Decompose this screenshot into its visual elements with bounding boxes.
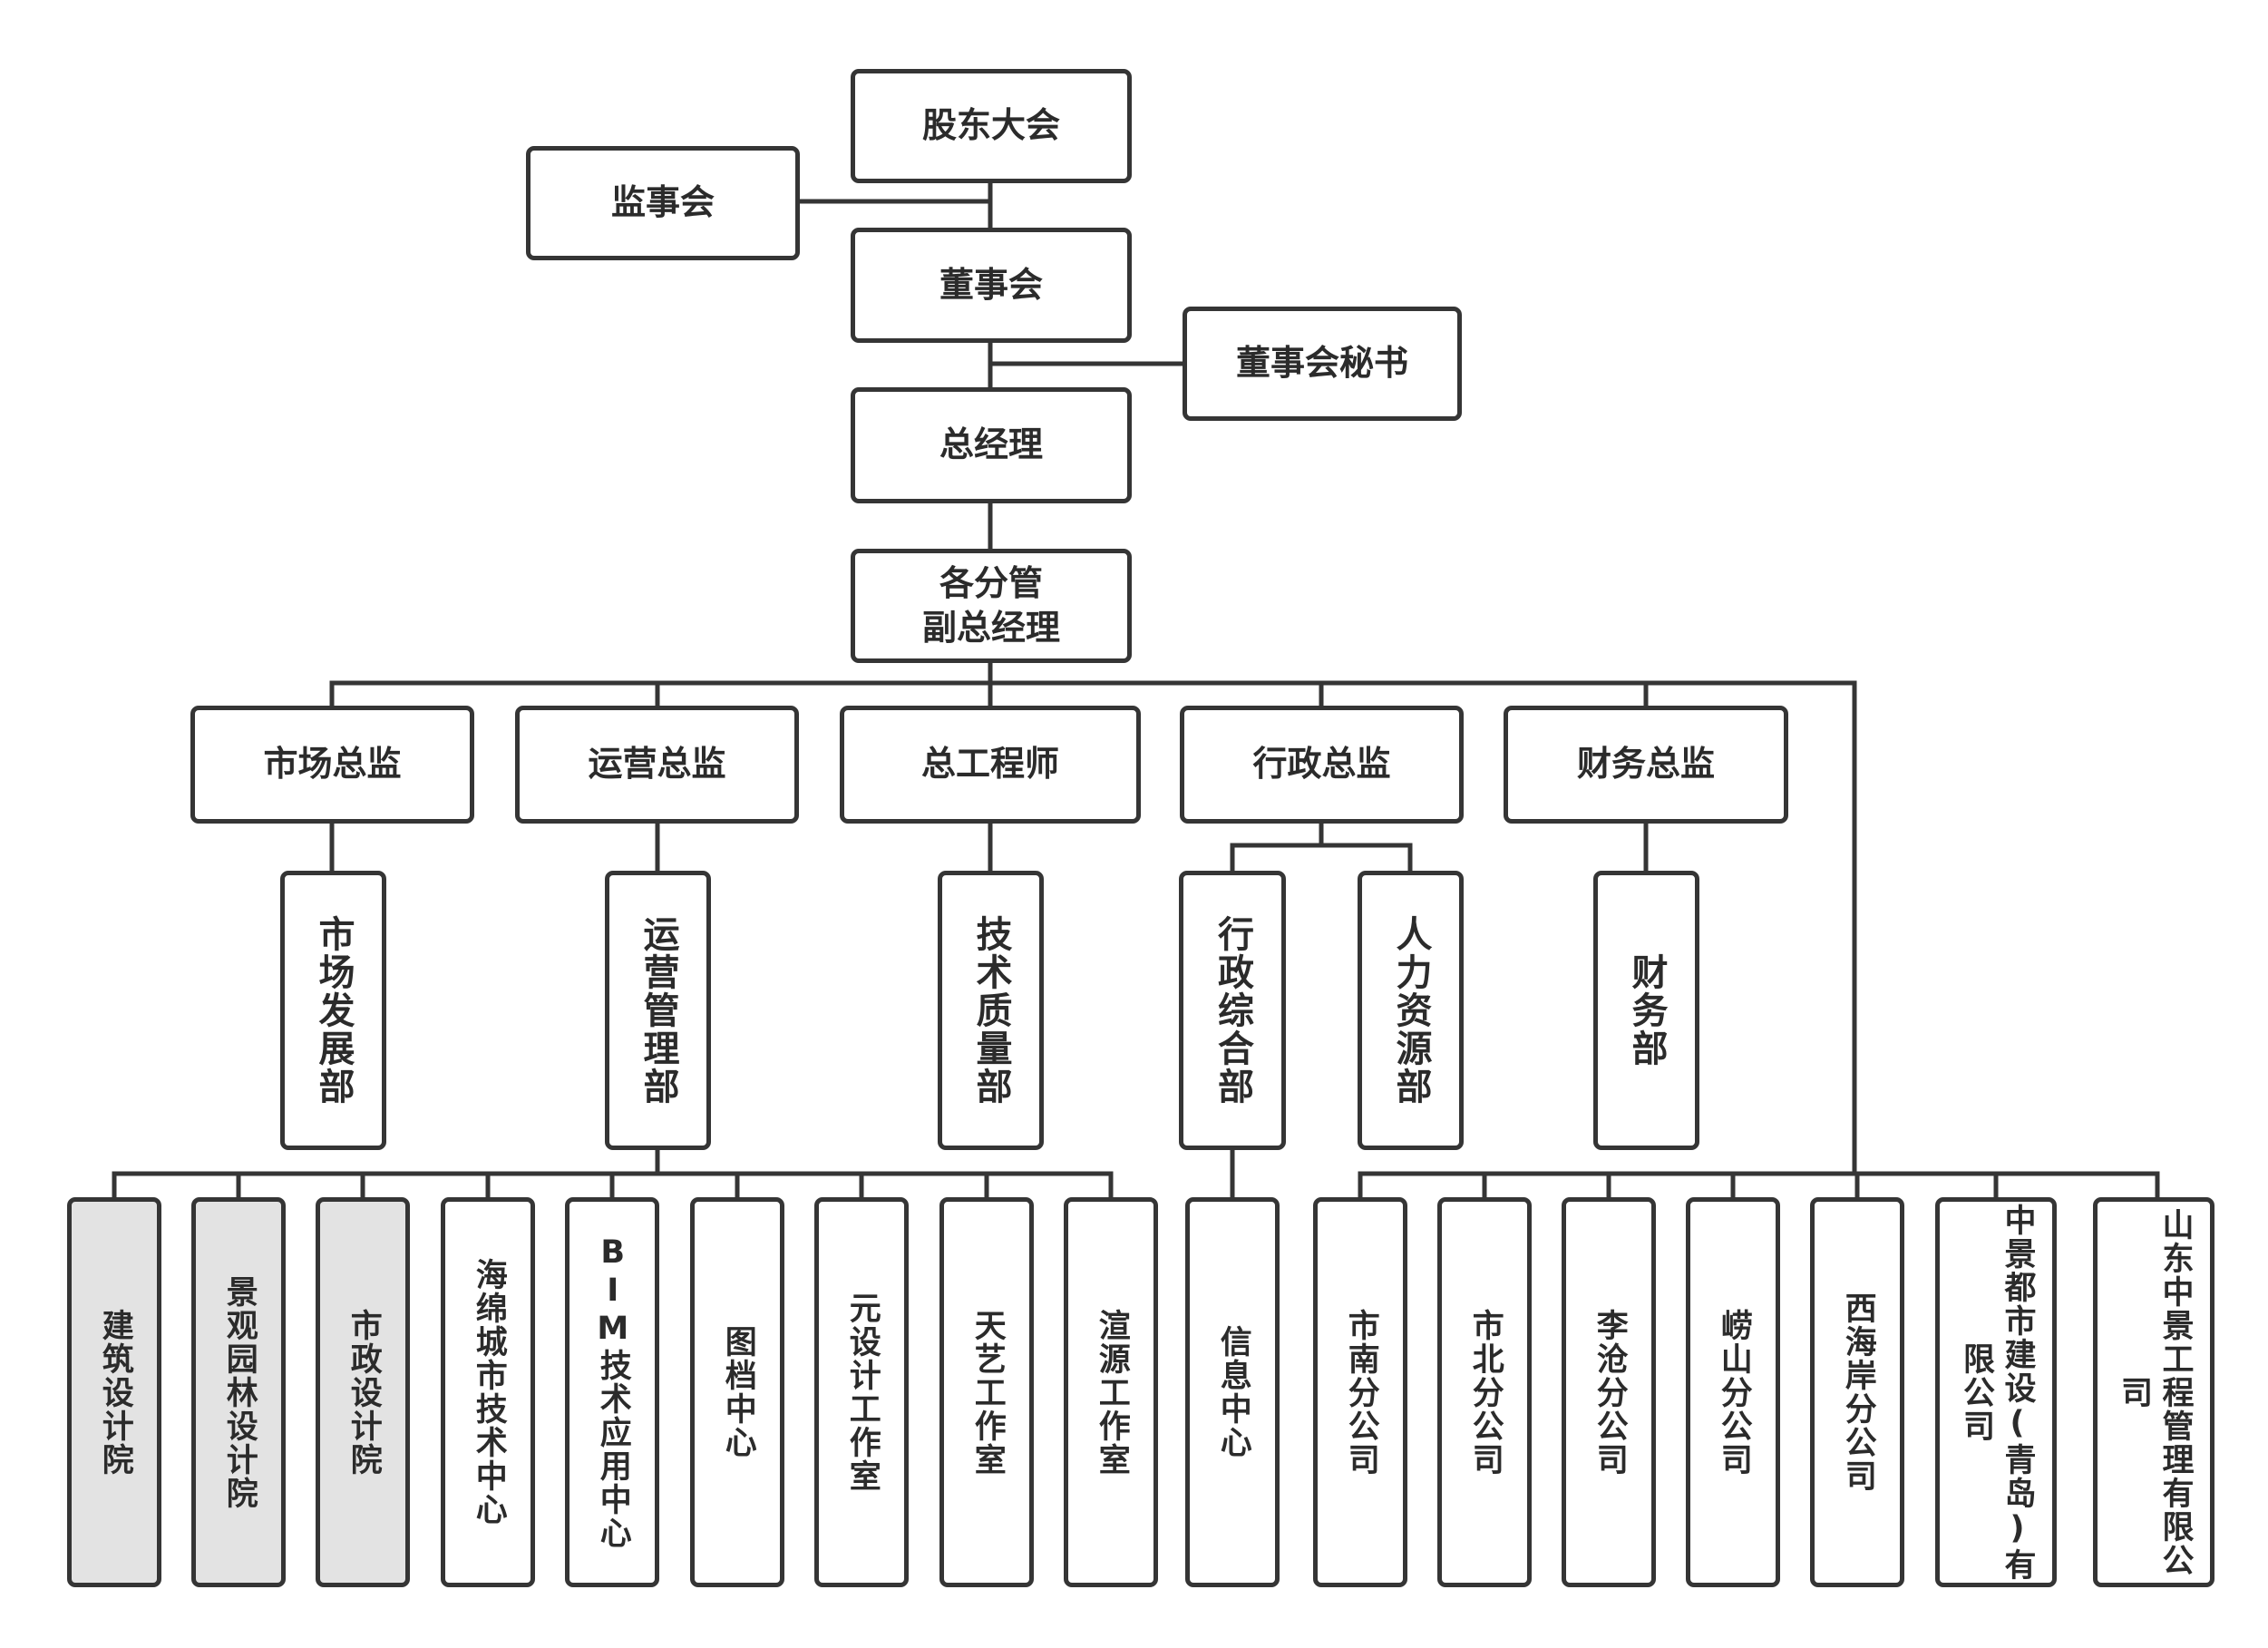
yuan-design-studio-box: 元设计工作室: [814, 1197, 909, 1587]
market-development-dept-box: 市场发展部: [280, 871, 386, 1150]
landscape-design-institute-box: 景观园林设计院: [191, 1197, 286, 1587]
operation-director-label: 运营总监: [588, 744, 726, 785]
finance-dept-box: 财务部: [1593, 871, 1699, 1150]
board-secretary-box: 董事会秘书: [1183, 307, 1462, 421]
sponge-city-tech-center-label: 海绵城市技术中心: [470, 1258, 507, 1526]
board-of-directors-box: 董事会: [851, 228, 1132, 343]
xuanyuan-studio-box: 渲源工作室: [1064, 1197, 1158, 1587]
xuanyuan-studio-label: 渲源工作室: [1093, 1308, 1130, 1477]
operation-director-box: 运营总监: [515, 706, 799, 824]
finance-director-box: 财务总监: [1504, 706, 1788, 824]
zhongjing-qingdao-company-label: 中景都市建设(青岛)有限公司: [1958, 1203, 2036, 1582]
west-coast-branch-label: 西海岸分公司: [1839, 1292, 1876, 1493]
board-of-supervisors-box: 监事会: [526, 146, 800, 260]
admin-general-dept-label: 行政综合部: [1212, 915, 1253, 1106]
shibei-branch-label: 市北分公司: [1466, 1308, 1504, 1477]
architecture-design-institute-label: 建筑设计院: [96, 1308, 133, 1477]
admin-general-dept-box: 行政综合部: [1179, 871, 1286, 1150]
general-manager-label: 总经理: [939, 424, 1043, 465]
shinan-branch-box: 市南分公司: [1313, 1197, 1407, 1587]
shareholders-meeting-label: 股东大会: [921, 105, 1060, 146]
operation-management-dept-box: 运营管理部: [605, 871, 711, 1150]
board-of-directors-label: 董事会: [939, 264, 1043, 305]
archive-center-box: 图档中心: [690, 1197, 784, 1587]
market-director-label: 市场总监: [263, 744, 402, 785]
licang-branch-label: 李沧分公司: [1591, 1308, 1628, 1477]
finance-director-label: 财务总监: [1576, 744, 1715, 785]
hr-dept-box: 人力资源部: [1358, 871, 1464, 1150]
landscape-design-institute-label: 景观园林设计院: [220, 1274, 258, 1510]
market-development-dept-label: 市场发展部: [312, 915, 355, 1106]
market-director-box: 市场总监: [190, 706, 474, 824]
chief-engineer-box: 总工程师: [840, 706, 1141, 824]
municipal-design-institute-box: 市政设计院: [316, 1197, 410, 1587]
info-center-box: 信息中心: [1185, 1197, 1280, 1587]
yuan-design-studio-label: 元设计工作室: [843, 1292, 881, 1493]
laoshan-branch-box: 崂山分公司: [1686, 1197, 1780, 1587]
finance-dept-label: 财务部: [1625, 953, 1668, 1068]
hr-dept-label: 人力资源部: [1389, 915, 1432, 1106]
shareholders-meeting-box: 股东大会: [851, 69, 1132, 183]
laoshan-branch-label: 崂山分公司: [1715, 1308, 1752, 1477]
bim-tech-center-label: BIM技术应用中心: [594, 1234, 631, 1550]
admin-director-label: 行政总监: [1252, 744, 1391, 785]
tech-quality-dept-label: 技术质量部: [969, 915, 1012, 1106]
operation-management-dept-label: 运营管理部: [637, 915, 679, 1106]
general-manager-box: 总经理: [851, 387, 1132, 503]
shandong-zhongjing-company-box: 山东中景工程管理有限公司: [2093, 1197, 2214, 1587]
zhongjing-qingdao-company-box: 中景都市建设(青岛)有限公司: [1935, 1197, 2057, 1587]
tech-quality-dept-box: 技术质量部: [938, 871, 1044, 1150]
tianyi-studio-box: 天艺工作室: [939, 1197, 1034, 1587]
vice-general-manager-box: 各分管 副总经理: [851, 549, 1132, 663]
shibei-branch-box: 市北分公司: [1437, 1197, 1532, 1587]
architecture-design-institute-box: 建筑设计院: [67, 1197, 161, 1587]
admin-director-box: 行政总监: [1180, 706, 1464, 824]
vice-general-manager-label: 各分管 副总经理: [921, 562, 1060, 648]
chief-engineer-label: 总工程师: [920, 744, 1059, 785]
shinan-branch-label: 市南分公司: [1342, 1308, 1379, 1477]
shandong-zhongjing-company-label: 山东中景工程管理有限公司: [2116, 1207, 2194, 1577]
archive-center-label: 图档中心: [719, 1325, 756, 1459]
info-center-label: 信息中心: [1214, 1325, 1251, 1459]
municipal-design-institute-label: 市政设计院: [345, 1308, 382, 1477]
west-coast-branch-box: 西海岸分公司: [1810, 1197, 1904, 1587]
licang-branch-box: 李沧分公司: [1562, 1197, 1656, 1587]
tianyi-studio-label: 天艺工作室: [969, 1308, 1006, 1477]
board-secretary-label: 董事会秘书: [1235, 343, 1408, 384]
sponge-city-tech-center-box: 海绵城市技术中心: [441, 1197, 535, 1587]
bim-tech-center-box: BIM技术应用中心: [565, 1197, 659, 1587]
board-of-supervisors-label: 监事会: [610, 182, 715, 223]
